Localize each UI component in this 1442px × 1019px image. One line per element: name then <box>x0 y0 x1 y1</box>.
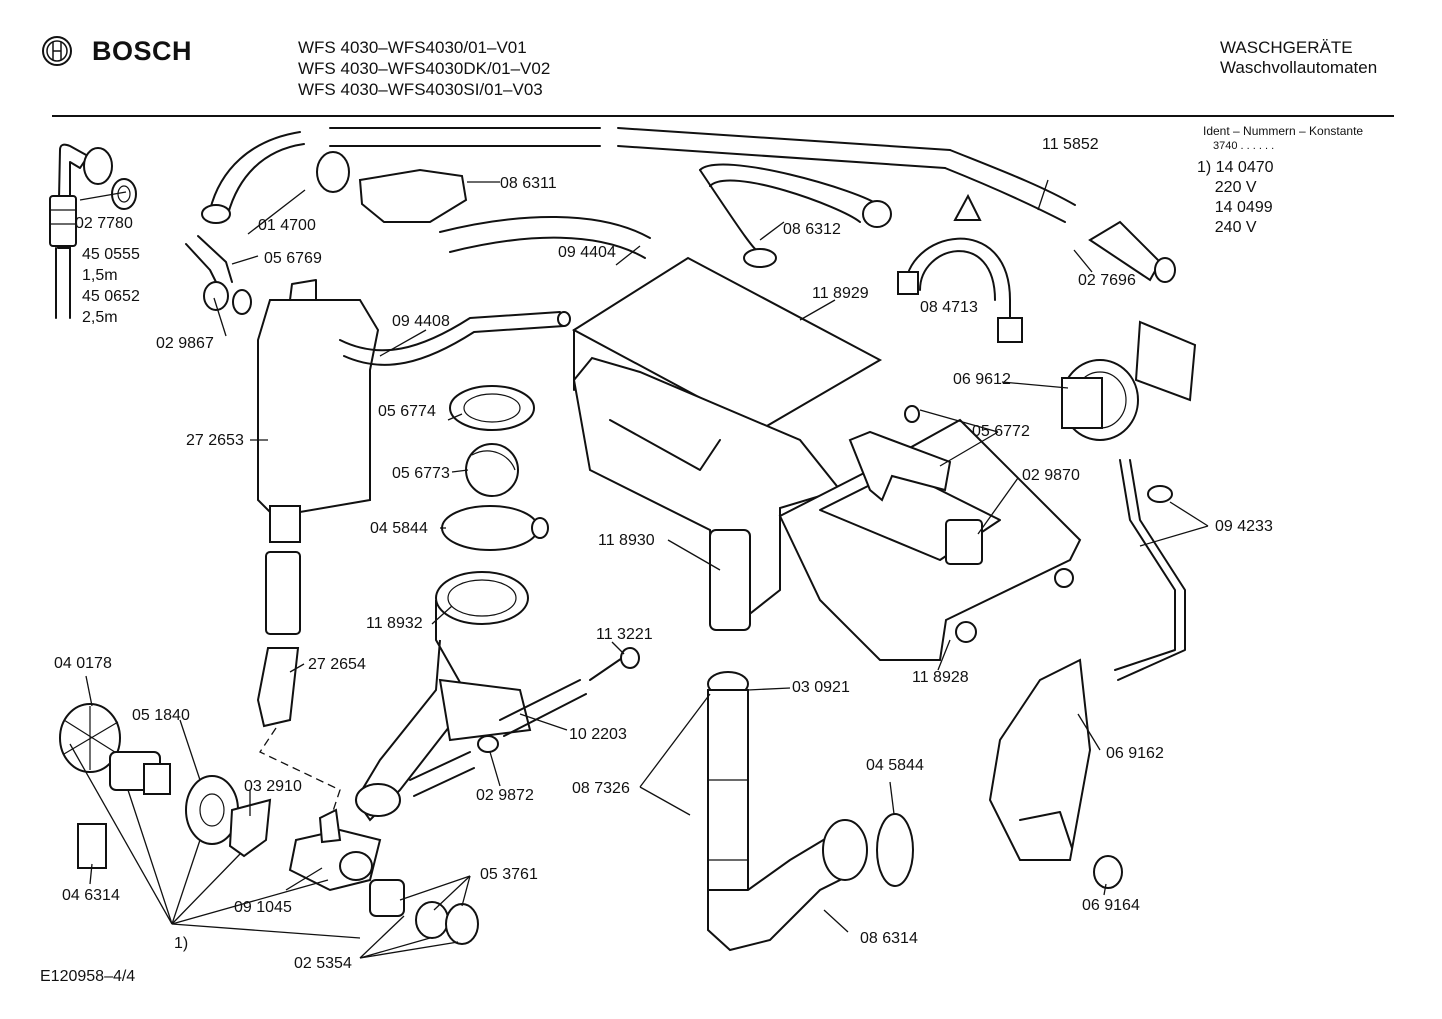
part-label: 05 6774 <box>378 403 436 420</box>
part-label: 08 6311 <box>500 175 557 192</box>
part-label: 02 9870 <box>1022 467 1080 484</box>
part-label: 1) <box>174 935 189 952</box>
ident-line: 240 V <box>1197 219 1257 236</box>
sump-part <box>354 571 640 822</box>
part-label: 09 4404 <box>558 244 616 261</box>
brand: BOSCH <box>40 34 192 68</box>
pressure-switch-part <box>1061 320 1197 441</box>
drain-pump-part <box>288 808 479 945</box>
part-label: 11 8932 <box>366 615 423 632</box>
part-label: 11 5852 <box>1042 136 1099 153</box>
ident-title: Ident – Nummern – Konstante <box>1203 124 1364 138</box>
part-label: 09 4408 <box>392 313 450 330</box>
part-label: 08 6314 <box>860 930 918 947</box>
bracket-part <box>988 658 1123 889</box>
part-label: 2,5m <box>82 309 118 326</box>
part-label: 06 9162 <box>1106 745 1164 762</box>
part-label: 27 2653 <box>186 432 244 449</box>
hose-clamp-part <box>897 193 1023 343</box>
drain-pipe-part <box>707 671 914 952</box>
model-line: WFS 4030–WFS4030DK/01–V02 <box>298 59 551 78</box>
part-label: 02 9867 <box>156 335 214 352</box>
category: WASCHGERÄTE Waschvollautomaten <box>1220 38 1377 78</box>
part-label: 06 9612 <box>953 371 1011 388</box>
part-label: 04 5844 <box>866 757 924 774</box>
part-label: 11 8930 <box>598 532 655 549</box>
ident-line: 14 0499 <box>1197 199 1273 216</box>
part-label: 03 2910 <box>244 778 302 795</box>
part-label: 02 7780 <box>75 215 133 232</box>
part-label: 1,5m <box>82 267 118 284</box>
pressure-hose-part <box>1114 459 1186 681</box>
model-line: WFS 4030–WFS4030SI/01–V03 <box>298 80 543 99</box>
container-part <box>257 279 571 543</box>
model-line: WFS 4030–WFS4030/01–V01 <box>298 38 527 57</box>
category-line: WASCHGERÄTE <box>1220 38 1353 57</box>
ident-sub: 3740 . . . . . . <box>1213 140 1275 152</box>
part-label: 11 3221 <box>596 626 653 643</box>
part-label: 05 6772 <box>972 423 1030 440</box>
part-label: 02 9872 <box>476 787 534 804</box>
model-list: WFS 4030–WFS4030/01–V01 WFS 4030–WFS4030… <box>298 38 550 101</box>
brand-name: BOSCH <box>92 35 193 66</box>
part-label: 04 0178 <box>54 655 112 672</box>
part-label: 04 6314 <box>62 887 120 904</box>
part-label: 02 5354 <box>294 955 352 972</box>
part-label: 05 6769 <box>264 250 322 267</box>
part-label: 01 4700 <box>258 217 316 234</box>
inlet-hose-part <box>49 143 137 319</box>
part-label: 09 1045 <box>234 899 292 916</box>
drain-hose-part <box>256 551 341 821</box>
part-label: 08 7326 <box>572 780 630 797</box>
hose-fitting-part <box>185 235 252 315</box>
bosch-logo-icon <box>42 36 72 66</box>
dispenser-housing-part <box>572 256 1082 661</box>
part-label: 10 2203 <box>569 726 627 743</box>
part-label: 06 9164 <box>1082 897 1140 914</box>
part-label: 45 0555 <box>82 246 140 263</box>
part-label: 09 4233 <box>1215 518 1273 535</box>
part-label: 05 3761 <box>480 866 538 883</box>
part-label: 02 7696 <box>1078 272 1136 289</box>
header-rule <box>52 115 1394 117</box>
seal-parts <box>441 385 549 551</box>
part-label: 45 0652 <box>82 288 140 305</box>
part-label: 03 0921 <box>792 679 850 696</box>
ident-line: 1) 14 0470 <box>1197 159 1274 176</box>
part-label: 11 8928 <box>912 669 969 686</box>
leader-lines <box>69 179 1209 959</box>
corrugated-hose-part <box>201 127 1176 283</box>
part-label: 08 4713 <box>920 299 978 316</box>
fan-motor-parts <box>59 703 272 869</box>
part-label: 05 6773 <box>392 465 450 482</box>
part-label: 27 2654 <box>308 656 366 673</box>
part-label: 08 6312 <box>783 221 841 238</box>
part-label: 04 5844 <box>370 520 428 537</box>
ident-line: 220 V <box>1197 179 1257 196</box>
document-id: E120958–4/4 <box>40 968 136 985</box>
category-line: Waschvollautomaten <box>1220 58 1378 77</box>
part-label: 05 1840 <box>132 707 190 724</box>
part-label: 11 8929 <box>812 285 869 302</box>
ident-lines: 1) 14 0470 220 V 14 0499 240 V <box>1197 158 1274 238</box>
